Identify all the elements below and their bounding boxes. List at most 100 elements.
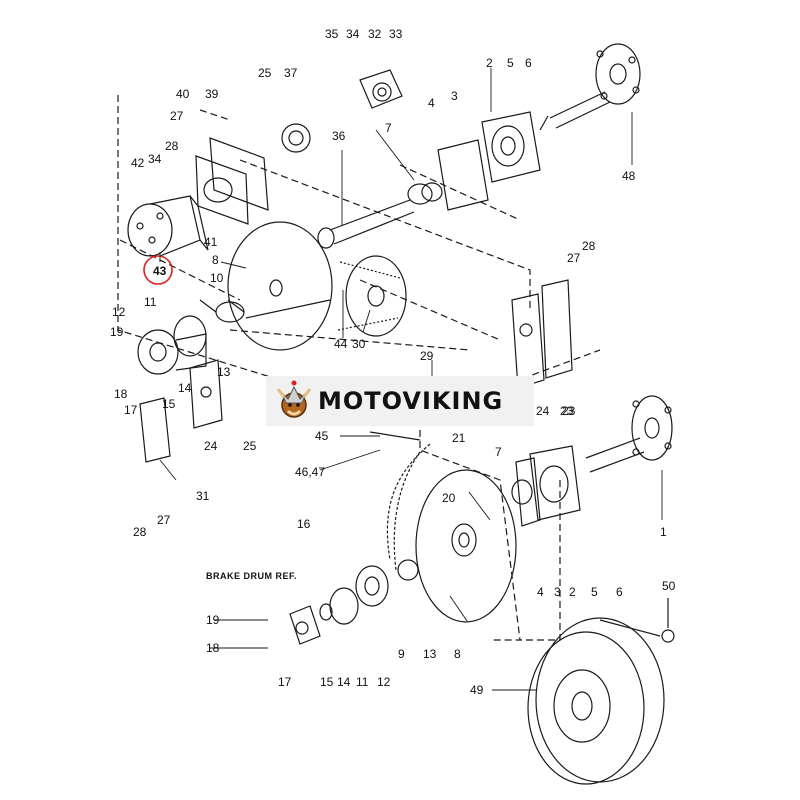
part-label: 28 (133, 525, 147, 539)
viking-logo-icon (276, 380, 312, 418)
brand-name: MOTOVIKING (318, 387, 504, 415)
part-label: 44 (334, 337, 348, 351)
part-label: 19 (110, 325, 124, 339)
part-label: 17 (278, 675, 292, 689)
part-label: 25 (258, 66, 272, 80)
part-label: 46,47 (295, 465, 326, 479)
part-label: 39 (205, 87, 219, 101)
part-label: 33 (389, 27, 403, 41)
axle-lower-shape (585, 395, 673, 473)
leader-lines (159, 68, 663, 691)
part-label: 23 (560, 404, 574, 418)
part-label: 29 (420, 349, 434, 363)
part-label: 13 (423, 647, 437, 661)
gasket-11-shape (173, 315, 207, 357)
highlight-circle (143, 255, 173, 285)
part-label: 18 (206, 641, 220, 655)
part-label: 25 (243, 439, 257, 453)
part-label: 49 (470, 683, 484, 697)
part-label: 28 (582, 239, 596, 253)
part-label: 23 (562, 404, 576, 418)
lug-nut-shape (661, 598, 675, 643)
part-label: 36 (332, 129, 346, 143)
part-label: 6 (525, 56, 532, 70)
part-label: 40 (176, 87, 190, 101)
part-label: 20 (442, 491, 456, 505)
part-label: 45 (315, 429, 329, 443)
part-label: 18 (114, 387, 128, 401)
part-label: 42 (131, 156, 145, 170)
part-label: 34 (148, 152, 162, 166)
spacer-10-shape (199, 299, 245, 323)
part-label: 32 (368, 27, 382, 41)
part-label: 3 (554, 585, 561, 599)
part-label: 2 (486, 56, 493, 70)
part-label: 4 (537, 585, 544, 599)
part-label: 14 (178, 381, 192, 395)
sprocket-lower-shape (415, 469, 517, 623)
wheel-shape (527, 617, 665, 785)
lower-parts-shape (289, 559, 419, 645)
part-label: 15 (162, 397, 176, 411)
brand-watermark: MOTOVIKING (266, 376, 534, 426)
part-label: 7 (385, 121, 392, 135)
part-label: 35 (325, 27, 339, 41)
part-label: 17 (124, 403, 138, 417)
part-label: 19 (206, 613, 220, 627)
bearing-housing-lower-shape (511, 445, 581, 527)
part-label: 10 (210, 271, 224, 285)
bearing-housing-upper-shape (481, 111, 541, 183)
part-label: 12 (377, 675, 391, 689)
part-label: 27 (157, 513, 171, 527)
part-label: 11 (144, 295, 157, 309)
part-label: 8 (212, 253, 219, 267)
part-label: 16 (297, 517, 311, 531)
sprocket-upper-shape (227, 221, 333, 351)
part-label: 50 (662, 579, 676, 593)
part-label: 21 (452, 431, 466, 445)
part-label: 27 (170, 109, 184, 123)
part-label: 41 (204, 235, 218, 249)
part-label: 28 (165, 139, 179, 153)
flange-32-shape (359, 69, 403, 109)
part-label: 11 (356, 675, 369, 689)
part-label: 27 (567, 251, 581, 265)
chain-shape (369, 431, 431, 571)
part-label: 43 (153, 264, 167, 278)
bracket-right-shape (511, 279, 573, 389)
part-label: 31 (196, 489, 210, 503)
part-label: 30 (352, 337, 366, 351)
part-label: 13 (217, 365, 231, 379)
part-label: 6 (616, 585, 623, 599)
part-label: 9 (398, 647, 405, 661)
part-label: 14 (337, 675, 351, 689)
hydraulic-motor-shape (127, 195, 209, 257)
part-label: 34 (346, 27, 360, 41)
part-label: 7 (495, 445, 502, 459)
plate-left-shape (139, 359, 223, 463)
brake-drum-reference-note: BRAKE DRUM REF. (206, 571, 298, 581)
part-label: 24 (536, 404, 550, 418)
gasket-plates-shape (195, 137, 269, 225)
axle-upper-shape (539, 43, 641, 131)
sprocket-30-shape (337, 255, 407, 337)
bushing-upper-shape (407, 182, 443, 205)
part-label: 8 (454, 647, 461, 661)
bearing-37-shape (281, 123, 311, 153)
part-label: 12 (112, 305, 126, 319)
part-label: 1 (660, 525, 667, 539)
part-label: 2 (569, 585, 576, 599)
shaft-36-shape (317, 199, 415, 249)
part-label: 15 (320, 675, 334, 689)
bearing-housing-left-shape (137, 329, 207, 375)
part-label: 24 (204, 439, 218, 453)
part-label: 3 (451, 89, 458, 103)
part-label: 37 (284, 66, 298, 80)
part-label: 5 (507, 56, 514, 70)
gasket-upper-shape (437, 139, 489, 211)
part-label: 4 (428, 96, 435, 110)
part-label: 5 (591, 585, 598, 599)
lower-frame-outline (419, 430, 561, 641)
